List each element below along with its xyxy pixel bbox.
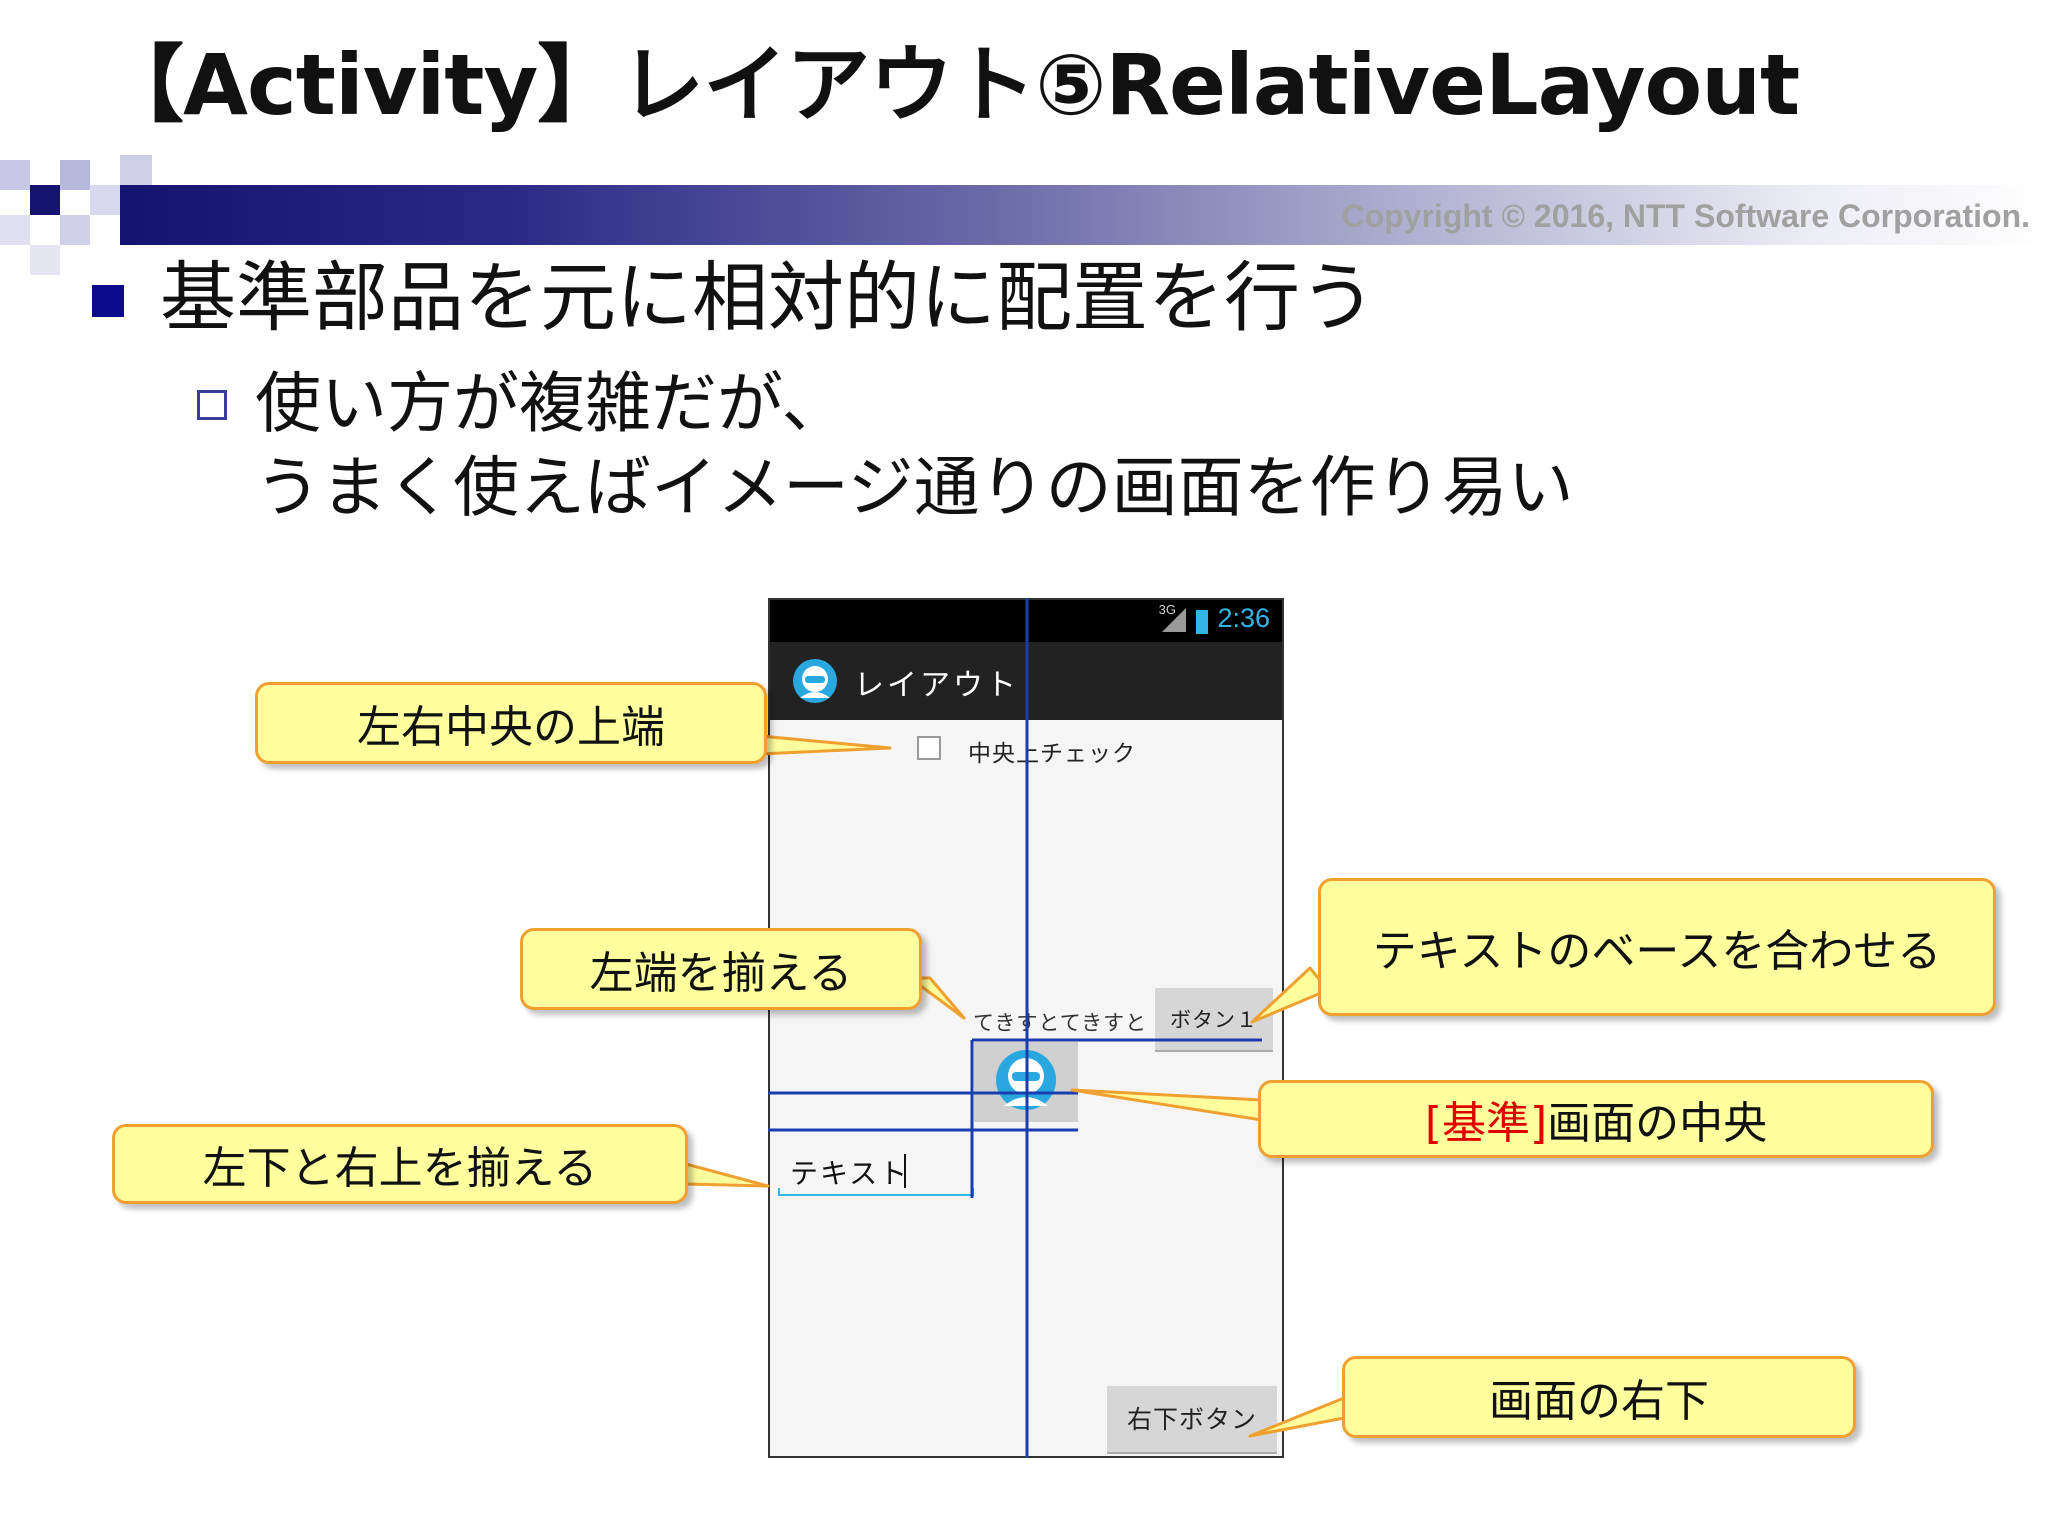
callout-center-text: 画面の中央	[1547, 1098, 1768, 1149]
bullet-hollow-square-icon	[197, 390, 227, 420]
edit-text-field[interactable]: テキスト	[790, 1157, 910, 1190]
edit-text-underline	[778, 1188, 780, 1196]
decor-square	[0, 215, 30, 245]
decor-square	[120, 155, 152, 187]
bullet-level2-line1: 使い方が複雑だが、	[255, 365, 848, 442]
app-title: レイアウト	[854, 668, 1019, 703]
decor-square	[0, 160, 30, 190]
status-time: 2:36	[1217, 603, 1270, 633]
decor-square	[30, 245, 60, 275]
bullet-level2-line2: うまく使えばイメージ通りの画面を作り易い	[255, 449, 1574, 526]
callout-baseline: テキストのベースを合わせる	[1318, 878, 1996, 1016]
decor-square	[30, 185, 60, 215]
text-cursor	[904, 1154, 906, 1188]
callout-pointer	[1070, 1088, 1264, 1122]
callout-pointer	[684, 1162, 770, 1188]
center-top-checkbox[interactable]	[917, 736, 941, 760]
callout-center-prefix: [基準]	[1424, 1098, 1548, 1149]
callout-bottom-right: 画面の右下	[1342, 1356, 1856, 1438]
bottom-right-button[interactable]: 右下ボタン	[1107, 1386, 1277, 1454]
bullet-level2: 使い方が複雑だが、 うまく使えばイメージ通りの画面を作り易い	[255, 362, 1574, 530]
signal-icon	[1162, 608, 1186, 632]
checkbox-label: 中央上チェック	[968, 741, 1136, 767]
callout-pointer	[1248, 1396, 1346, 1438]
title-gradient-bar	[120, 185, 2048, 245]
callout-top-center: 左右中央の上端	[255, 682, 767, 764]
callout-align-left: 左端を揃える	[520, 928, 922, 1010]
edit-text-underline	[778, 1194, 974, 1196]
copyright: Copyright © 2016, NTT Software Corporati…	[1341, 198, 2030, 234]
slide-title: 【Activity】レイアウト⑤RelativeLayout	[100, 36, 1800, 134]
callout-pointer	[1250, 966, 1330, 1024]
android-avatar-icon	[793, 659, 837, 703]
decor-square	[60, 215, 90, 245]
bullet-square-icon	[92, 285, 124, 317]
callout-pointer	[758, 734, 892, 756]
callout-center: [基準]画面の中央	[1258, 1080, 1934, 1158]
bullet-level1: 基準部品を元に相対的に配置を行う	[160, 253, 1376, 342]
text-view: てきすとてきすと	[973, 1011, 1148, 1035]
decor-square	[60, 160, 90, 190]
callout-bottom-left-top-right: 左下と右上を揃える	[112, 1124, 688, 1204]
decor-square	[90, 185, 120, 215]
battery-icon	[1196, 610, 1208, 634]
